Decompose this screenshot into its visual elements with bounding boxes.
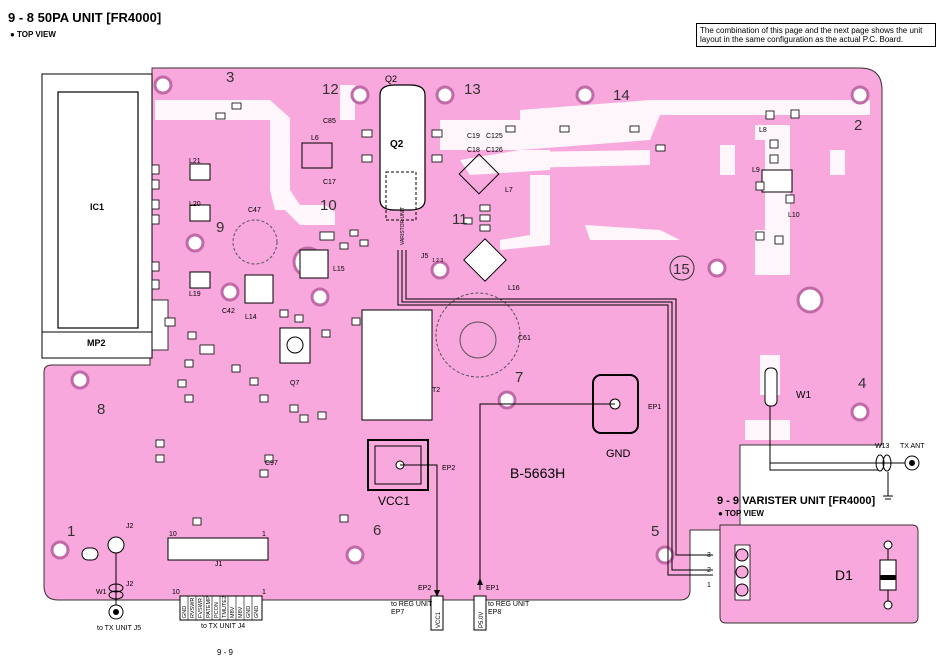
- w13-label: W13: [875, 443, 890, 450]
- w1-board-label: W1: [796, 390, 811, 401]
- hole-5: 5: [651, 523, 659, 540]
- ep2-to-label: to REG UNIT: [391, 601, 433, 608]
- d1-label: D1: [835, 567, 853, 583]
- hole-12: 12: [322, 81, 339, 98]
- c61-label: C61: [518, 335, 531, 342]
- hole-2: 2: [854, 117, 862, 134]
- c18-label: C18: [467, 147, 480, 154]
- j5-pins: 1 2 3: [432, 258, 443, 264]
- l19-label: L19: [189, 291, 201, 298]
- ep2-label: EP2: [418, 585, 431, 592]
- to-tx-unit-j5: to TX UNIT J5: [97, 625, 141, 632]
- l15-label: L15: [333, 266, 345, 273]
- q2-top-label: Q2: [385, 74, 397, 84]
- j2-coax: [108, 583, 124, 620]
- mp2-label: MP2: [87, 338, 106, 348]
- j1-pin-patemp: PATEMP: [206, 596, 212, 618]
- j2-cable-label: J2: [126, 581, 134, 588]
- varister-title: 9 - 9 VARISTER UNIT [FR4000]: [717, 495, 876, 507]
- page-title: 9 - 8 50PA UNIT [FR4000]: [8, 10, 162, 25]
- t2-label: T2: [432, 387, 440, 394]
- j1-pin1-label: 1: [262, 531, 266, 538]
- ep1-to-label: to REG UNIT: [488, 601, 530, 608]
- ep1-board-label: EP1: [648, 404, 661, 411]
- hole-15: 15: [673, 261, 690, 278]
- board-note: The combination of this page and the nex…: [696, 23, 936, 47]
- c47-label: C47: [248, 207, 261, 214]
- j1-pin-m8v-2: M8V: [238, 606, 244, 618]
- ep1-label: EP1: [486, 585, 499, 592]
- page-number: 9 - 9: [217, 648, 234, 657]
- hole-6: 6: [373, 522, 381, 539]
- j1-pin-tmute2: TMUTE2: [222, 596, 228, 618]
- hole-10: 10: [320, 197, 337, 214]
- hole-11: 11: [452, 211, 468, 228]
- varister-pin2: 2: [707, 567, 711, 574]
- c19-label: C19: [467, 133, 480, 140]
- varister-view-label: ● TOP VIEW: [718, 509, 764, 518]
- l6-label: L6: [311, 135, 319, 142]
- view-label: ● TOP VIEW: [10, 30, 56, 39]
- hole-7: 7: [515, 369, 523, 386]
- l7-label: L7: [505, 187, 513, 194]
- c125-label: C125: [486, 133, 503, 140]
- j1-pin-pcon: PCON: [214, 602, 220, 618]
- w1-cable-label: W1: [96, 589, 107, 596]
- l10-label: L10: [788, 212, 800, 219]
- varister-pin3: 3: [707, 552, 711, 559]
- l8-label: L8: [759, 127, 767, 134]
- j2-board-label: J2: [126, 523, 134, 530]
- varister-pin1: 1: [707, 582, 711, 589]
- gnd-label: GND: [606, 448, 631, 460]
- j1-pin-gnd-3: GND: [254, 606, 260, 618]
- l21-label: L21: [189, 158, 201, 165]
- board-code: B-5663H: [510, 465, 565, 481]
- j5-label: J5: [421, 253, 429, 260]
- varistor-unit-label: VARISTOR UNIT: [400, 207, 406, 245]
- q7-label: Q7: [290, 380, 299, 387]
- varister-board: [719, 524, 919, 624]
- q2-label: Q2: [390, 139, 404, 150]
- vcc1-label: VCC1: [378, 494, 410, 508]
- hole-4: 4: [858, 375, 866, 392]
- l16-label: L16: [508, 285, 520, 292]
- l9-label: L9: [752, 167, 760, 174]
- l14-label: L14: [245, 314, 257, 321]
- c126-label: C126: [486, 147, 503, 154]
- ep1-wire-label: P5.0V: [479, 612, 485, 628]
- j1-pin-rvswr: RVSWR: [190, 598, 196, 618]
- j1-pin-gnd-1: GND: [182, 606, 188, 618]
- j1-cable-pin-first: 10: [172, 589, 180, 596]
- hole-8: 8: [97, 401, 105, 418]
- hole-13: 13: [464, 81, 481, 98]
- c85-label: C85: [323, 118, 336, 125]
- hole-labels: 1 2 3 4 5 6 7 8 9 10 11 12 13 14 15: [67, 69, 866, 540]
- hole-14: 14: [613, 87, 630, 104]
- ep1-ref: EP8: [488, 609, 501, 616]
- hole-1: 1: [67, 523, 75, 540]
- c17-label: C17: [323, 179, 336, 186]
- l20-label: L20: [189, 201, 201, 208]
- hole-9: 9: [216, 219, 224, 236]
- hole-3: 3: [226, 69, 234, 86]
- antenna: [875, 454, 920, 500]
- c97-label: C97: [265, 460, 278, 467]
- j1-cable: [179, 595, 263, 621]
- j1-pin-m8v-1: M8V: [230, 606, 236, 618]
- to-tx-unit-j4: to TX UNIT J4: [201, 623, 245, 630]
- ep2-wire-label: VCC1: [436, 611, 442, 628]
- ep2-ref: EP7: [391, 609, 404, 616]
- j1-pin10-label: 10: [169, 531, 177, 538]
- tx-ant-label: TX ANT: [900, 443, 925, 450]
- j1-label: J1: [215, 561, 223, 568]
- ic1-label: IC1: [90, 202, 104, 212]
- c42-label: C42: [222, 308, 235, 315]
- ep2-board-label: EP2: [442, 465, 455, 472]
- j1-pin-fvswr: FVSWR: [198, 598, 204, 618]
- pa-board: [41, 67, 883, 601]
- j1-cable-pin-last: 1: [262, 589, 266, 596]
- j1-pin-gnd-2: GND: [246, 606, 252, 618]
